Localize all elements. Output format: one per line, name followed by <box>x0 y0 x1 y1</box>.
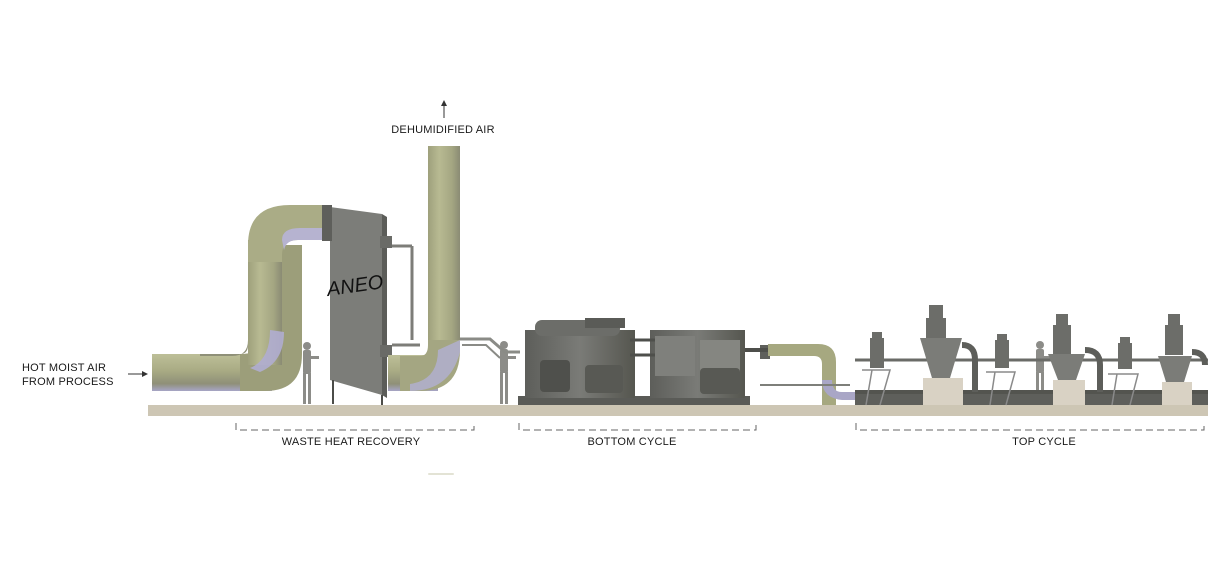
plinth <box>923 378 963 405</box>
inlet-duct <box>152 205 330 391</box>
section-label-bottom-cycle: BOTTOM CYCLE <box>587 436 677 448</box>
operator-figure <box>303 342 319 404</box>
plinth <box>1162 382 1192 405</box>
outlet-arrow <box>441 100 447 118</box>
section-bracket-waste-heat-recovery <box>235 423 475 431</box>
section-label-top-cycle: TOP CYCLE <box>1012 436 1076 448</box>
input-air-label-line-2: FROM PROCESS <box>22 376 114 388</box>
inlet-arrow <box>128 371 148 377</box>
input-air-label: HOT MOIST AIR FROM PROCESS <box>22 361 114 389</box>
floor-slab <box>148 405 1208 416</box>
plinth <box>1053 380 1085 405</box>
decorative-mark <box>428 473 454 475</box>
bottom-cycle-duct <box>760 344 855 405</box>
heat-recovery-unit: ANEO <box>322 205 420 405</box>
operator-figure <box>500 341 516 404</box>
section-label-waste-heat-recovery: WASTE HEAT RECOVERY <box>281 436 421 448</box>
section-bracket-bottom-cycle <box>518 423 757 431</box>
outlet-duct <box>388 146 460 391</box>
section-bracket-top-cycle <box>855 423 1205 431</box>
output-air-label: DEHUMIDIFIED AIR <box>391 124 495 136</box>
input-air-label-line-1: HOT MOIST AIR <box>22 362 107 374</box>
connecting-pipework <box>460 337 520 359</box>
top-cycle-machinery <box>855 305 1208 406</box>
bottom-cycle-skid <box>518 318 820 405</box>
